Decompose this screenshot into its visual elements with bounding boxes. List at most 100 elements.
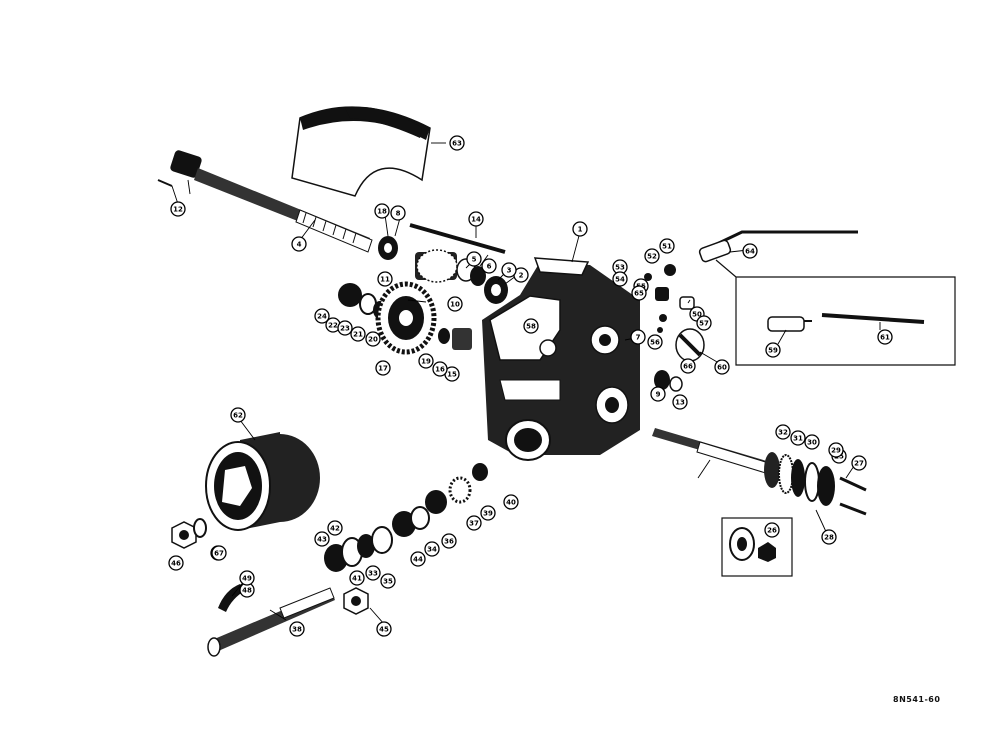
callout-53: 53 — [612, 259, 628, 275]
callout-43: 43 — [314, 531, 330, 547]
callout-circle — [168, 555, 184, 571]
callout-57: 57 — [696, 315, 712, 331]
callout-circle — [480, 505, 496, 521]
callout-60: 60 — [714, 359, 730, 375]
callout-circle — [696, 315, 712, 331]
callout-circle — [851, 455, 867, 471]
callout-10: 10 — [447, 296, 463, 312]
callout-circle — [289, 621, 305, 637]
callout-number: 11 — [380, 276, 390, 284]
callout-number: 59 — [768, 347, 778, 355]
callout-number: 48 — [242, 587, 252, 595]
callout-number: 27 — [854, 460, 864, 468]
callout-12: 12 — [170, 201, 186, 217]
callout-number: 21 — [353, 331, 363, 339]
callout-number: 14 — [471, 216, 481, 224]
callout-32: 32 — [775, 424, 791, 440]
callout-61: 61 — [877, 329, 893, 345]
small-fittings-part — [644, 264, 705, 392]
callout-27: 27 — [851, 455, 867, 471]
callout-circle — [291, 236, 307, 252]
callout-circle — [630, 329, 646, 345]
callout-number: 38 — [292, 626, 302, 634]
callout-11: 11 — [377, 271, 393, 287]
callout-35: 35 — [380, 573, 396, 589]
callout-number: 56 — [650, 339, 660, 347]
callout-17: 17 — [375, 360, 391, 376]
callout-number: 20 — [368, 336, 378, 344]
callout-number: 10 — [450, 301, 460, 309]
callout-number: 45 — [379, 626, 389, 634]
callout-28: 28 — [821, 529, 837, 545]
callout-number: 28 — [824, 534, 834, 542]
callout-circle — [211, 545, 227, 561]
callout-circle — [501, 262, 517, 278]
callout-circle — [572, 221, 588, 237]
callout-number: 12 — [173, 206, 183, 214]
callout-circle — [432, 361, 448, 377]
callout-number: 29 — [831, 447, 841, 455]
rod-part — [409, 223, 506, 254]
callout-circle — [612, 271, 628, 287]
callout-circle — [375, 360, 391, 376]
callout-circle — [481, 258, 497, 274]
callout-number: 18 — [377, 208, 387, 216]
callout-58: 58 — [523, 318, 539, 334]
callout-number: 1 — [578, 226, 583, 234]
callout-number: 63 — [452, 140, 462, 148]
callout-circle — [380, 573, 396, 589]
callout-45: 45 — [376, 621, 392, 637]
callout-number: 22 — [328, 322, 338, 330]
shift-lever-part — [698, 230, 858, 263]
callout-circle — [350, 326, 366, 342]
callout-number: 66 — [683, 363, 693, 371]
callout-circle — [775, 424, 791, 440]
callout-circle — [828, 442, 844, 458]
callout-6: 6 — [481, 258, 497, 274]
callout-5: 5 — [466, 251, 482, 267]
callout-circle — [337, 320, 353, 336]
callout-number: 33 — [368, 570, 378, 578]
callout-circle — [239, 570, 255, 586]
callout-66: 66 — [680, 358, 696, 374]
nut-washer-part — [171, 518, 207, 549]
callout-39: 39 — [480, 505, 496, 521]
callout-13: 13 — [672, 394, 688, 410]
callout-52: 52 — [644, 248, 660, 264]
callout-54: 54 — [612, 271, 628, 287]
callout-number: 60 — [717, 364, 727, 372]
callout-number: 2 — [519, 272, 524, 280]
callout-14: 14 — [468, 211, 484, 227]
callout-circle — [764, 522, 780, 538]
callout-number: 52 — [647, 253, 657, 261]
callout-circle — [365, 565, 381, 581]
bearing-stack-part — [324, 463, 488, 615]
callout-37: 37 — [466, 515, 482, 531]
callout-number: 8 — [396, 210, 401, 218]
callout-number: 67 — [214, 550, 224, 558]
callout-number: 34 — [427, 546, 437, 554]
callout-circle — [230, 407, 246, 423]
callout-number: 23 — [340, 325, 350, 333]
callout-number: 31 — [793, 435, 803, 443]
callout-number: 30 — [807, 439, 817, 447]
callout-31: 31 — [790, 430, 806, 446]
callout-circle — [468, 211, 484, 227]
callout-circle — [650, 386, 666, 402]
callout-number: 65 — [634, 290, 644, 298]
callout-number: 43 — [317, 536, 327, 544]
callout-67: 67 — [211, 545, 227, 561]
callout-36: 36 — [441, 533, 457, 549]
callout-circle — [466, 251, 482, 267]
callout-59: 59 — [765, 342, 781, 358]
flange-inset-box — [721, 517, 793, 577]
callout-number: 39 — [483, 510, 493, 518]
callout-circle — [644, 248, 660, 264]
callout-circle — [821, 529, 837, 545]
callout-29: 29 — [828, 442, 844, 458]
callout-number: 24 — [317, 313, 327, 321]
callout-42: 42 — [327, 520, 343, 536]
callout-65: 65 — [631, 285, 647, 301]
